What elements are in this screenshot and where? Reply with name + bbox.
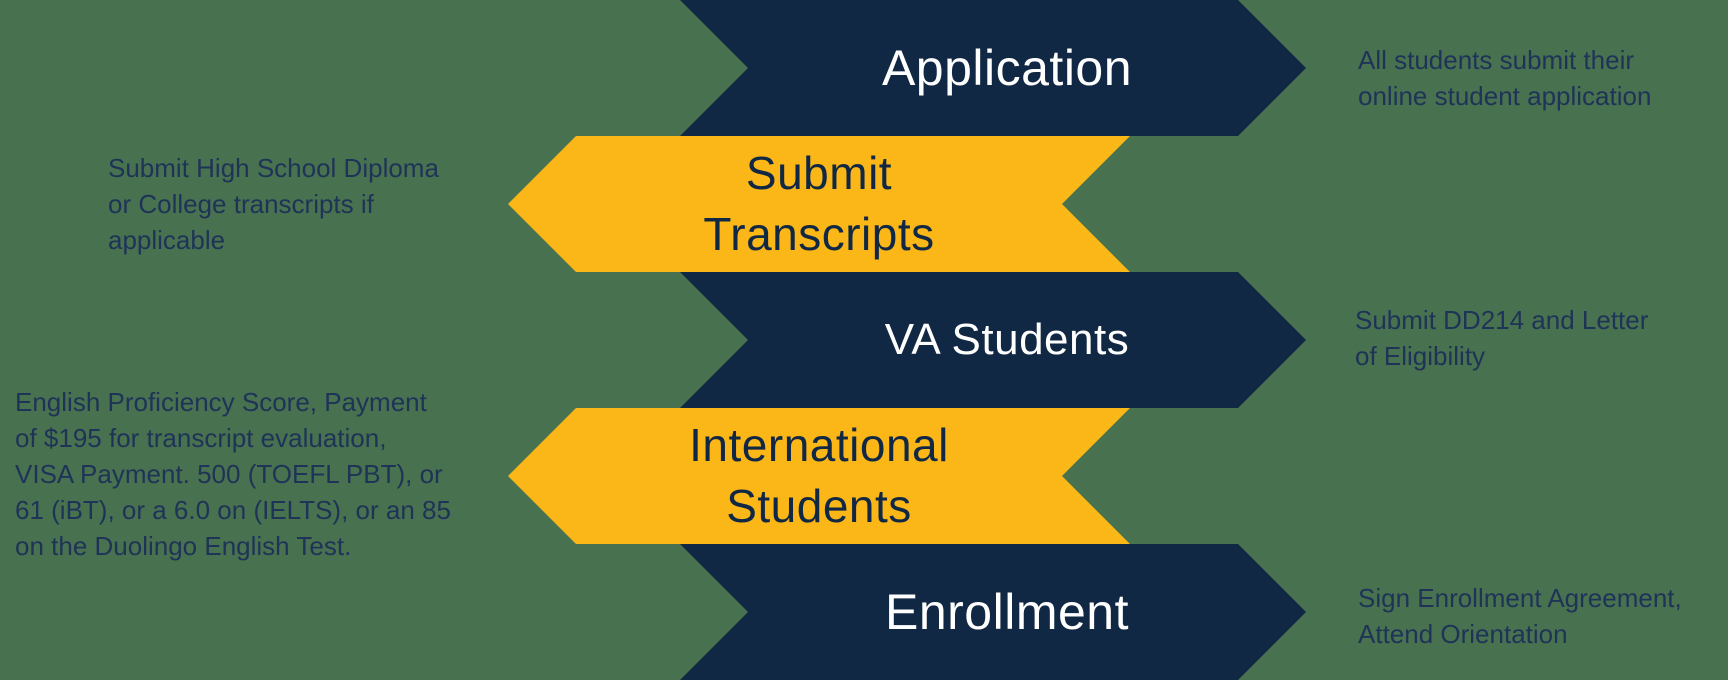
step-banner-submit-transcripts: Submit Transcripts — [508, 136, 1130, 272]
note-submit-transcripts: Submit High School Diploma or College tr… — [108, 150, 439, 258]
step-label-application: Application — [764, 39, 1250, 96]
step-label-enrollment: Enrollment — [764, 583, 1250, 640]
note-va-students: Submit DD214 and Letter of Eligibility — [1355, 302, 1648, 374]
note-line: or College transcripts if — [108, 189, 374, 219]
note-line: 61 (iBT), or a 6.0 on (IELTS), or an 85 — [15, 495, 451, 525]
step-label-line: Application — [881, 39, 1133, 96]
note-line: English Proficiency Score, Payment — [15, 387, 427, 417]
step-label-line: Enrollment — [885, 583, 1129, 640]
note-line: applicable — [108, 225, 226, 255]
step-label-submit-transcripts: Submit Transcripts — [576, 143, 1062, 264]
note-line: on the Duolingo English Test. — [15, 531, 352, 561]
note-enrollment: Sign Enrollment Agreement, Attend Orient… — [1358, 580, 1682, 652]
step-label-line: International — [689, 419, 949, 472]
step-label-line: VA Students — [884, 314, 1130, 364]
step-banner-va-students: VA Students — [680, 272, 1306, 408]
note-application: All students submit their online student… — [1358, 42, 1651, 114]
note-line: Attend Orientation — [1358, 619, 1568, 649]
step-banner-application: Application — [680, 0, 1306, 136]
step-label-international-students: International Students — [576, 415, 1062, 536]
step-label-line: Students — [726, 480, 912, 532]
note-line: VISA Payment. 500 (TOEFL PBT), or — [15, 459, 443, 489]
step-label-line: Transcripts — [703, 208, 935, 260]
step-banner-enrollment: Enrollment — [680, 544, 1306, 680]
note-line: Sign Enrollment Agreement, — [1358, 583, 1682, 613]
note-line: of $195 for transcript evaluation, — [15, 423, 387, 453]
note-line: online student application — [1358, 81, 1652, 111]
step-label-va-students: VA Students — [764, 314, 1250, 364]
note-line: Submit DD214 and Letter — [1355, 305, 1649, 335]
step-label-line: Submit — [745, 147, 893, 200]
note-line: Submit High School Diploma — [108, 153, 439, 183]
note-line: of Eligibility — [1355, 341, 1486, 371]
note-line: All students submit their — [1358, 45, 1635, 75]
step-banner-international-students: International Students — [508, 408, 1130, 544]
note-international-students: English Proficiency Score, Payment of $1… — [15, 384, 451, 564]
